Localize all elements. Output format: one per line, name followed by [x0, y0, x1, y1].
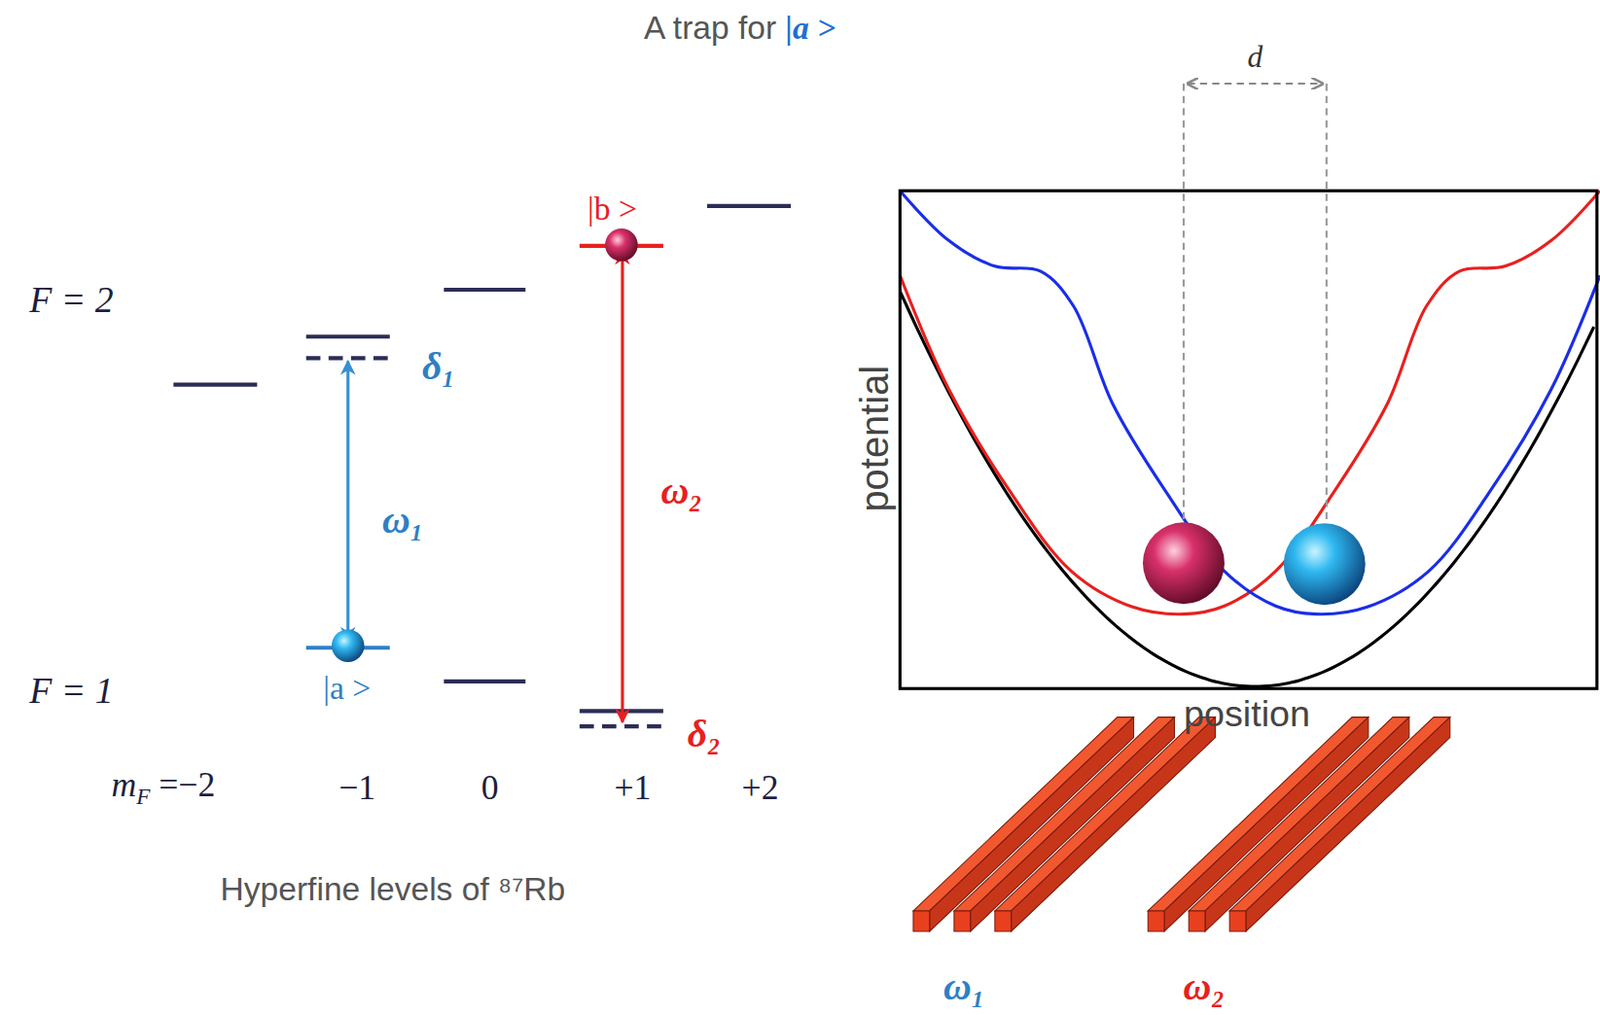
- quantum-number: −1: [338, 768, 376, 807]
- frequency-label: ω₂: [1183, 966, 1226, 1010]
- transition-arrow: [346, 360, 350, 640]
- quantum-number: +1: [613, 768, 651, 807]
- electrode-face: [970, 717, 1175, 932]
- electrode-bar: [1188, 717, 1410, 932]
- state-label: |a >: [322, 671, 371, 708]
- atom-a: [331, 629, 365, 663]
- title: A trap for |a >: [643, 10, 836, 47]
- axis-label: potential: [853, 365, 897, 513]
- atom-a: [1283, 523, 1366, 605]
- dashed-line: [1325, 83, 1328, 523]
- electrode-bar: [954, 717, 1175, 932]
- distance-label: d: [1247, 38, 1264, 73]
- quantum-number: 0: [481, 768, 499, 807]
- hyperfine-label: F = 1: [29, 672, 113, 713]
- detuning-label: δ₁: [422, 346, 456, 390]
- caption-label: Hyperfine levels of ⁸⁷Rb: [220, 871, 567, 908]
- electrode-face: [1229, 717, 1451, 912]
- dashed-line: [1182, 83, 1185, 523]
- potential-curve: [899, 291, 1594, 688]
- distance-arrow: [1187, 82, 1322, 85]
- detuning-label: δ₂: [687, 713, 721, 757]
- electrode-face: [954, 717, 1175, 912]
- axis-label: position: [1183, 694, 1311, 736]
- electrode-face: [954, 911, 971, 932]
- state-label: |b >: [587, 191, 638, 228]
- frequency-label: ω₁: [382, 498, 425, 542]
- plot-frame: [899, 190, 1598, 689]
- electrode-face: [1229, 911, 1246, 932]
- electrode-face: [995, 911, 1012, 932]
- frequency-label: ω₂: [660, 470, 703, 514]
- atom-b: [604, 228, 639, 262]
- atom-b: [1142, 522, 1225, 605]
- electrode-face: [1205, 717, 1410, 932]
- electrode-face: [1188, 717, 1410, 912]
- energy-levels: [173, 206, 791, 727]
- electrode-face: [1188, 911, 1206, 932]
- electrode-face: [1147, 911, 1165, 932]
- electrode-bar: [1229, 717, 1451, 932]
- potential-curve: [899, 190, 1600, 615]
- electrode-face: [913, 911, 930, 932]
- quantum-number: mF =−2: [110, 765, 215, 810]
- potential-curve: [899, 190, 1600, 615]
- potential-curves: [899, 190, 1600, 687]
- hyperfine-label: F = 2: [29, 281, 113, 322]
- frequency-label: ω₁: [943, 966, 986, 1010]
- quantum-number: +2: [742, 768, 780, 807]
- transition-arrow: [620, 250, 624, 723]
- electrodes: [913, 717, 1451, 932]
- electrode-face: [1245, 717, 1451, 932]
